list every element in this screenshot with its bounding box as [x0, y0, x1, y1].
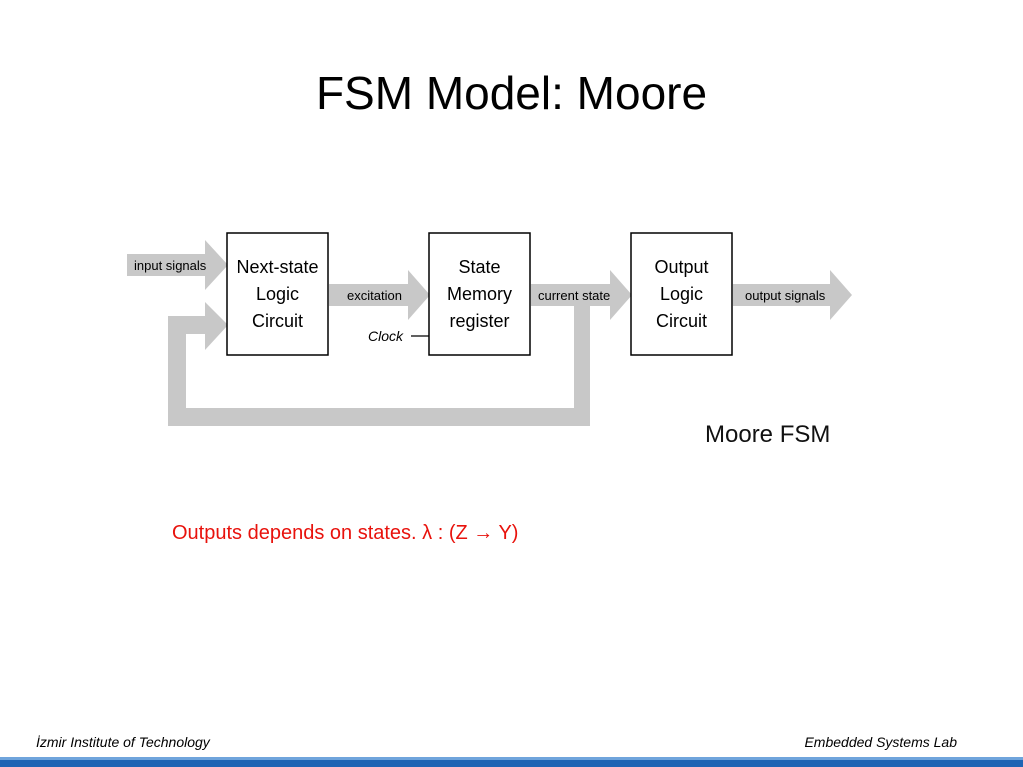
excitation-label: excitation [347, 288, 402, 303]
moore-fsm-label: Moore FSM [705, 421, 830, 448]
current-state-arrow [531, 270, 632, 320]
input-signals-arrow [127, 240, 228, 290]
moore-output-caption: Outputs depends on states. λ : (Z → Y) [172, 522, 519, 544]
output-logic-line-2: Logic [660, 284, 703, 304]
output-logic-block: Output Logic Circuit [630, 232, 733, 356]
state-memory-line-3: register [449, 311, 509, 331]
feedback-bottom [168, 408, 590, 426]
output-signals-label: output signals [745, 288, 826, 303]
output-signals-arrow [733, 270, 852, 320]
output-logic-line-1: Output [654, 257, 708, 277]
slide-title: FSM Model: Moore [315, 67, 708, 119]
feedback-arrow-head [168, 302, 228, 350]
clock-label: Clock [368, 328, 404, 344]
next-state-line-1: Next-state [236, 257, 318, 277]
footer-institute: İzmir Institute of Technology [36, 734, 210, 750]
excitation-arrow [329, 270, 430, 320]
next-state-block: Next-state Logic Circuit [226, 232, 329, 356]
state-memory-line-2: Memory [447, 284, 512, 304]
state-memory-line-1: State [458, 257, 500, 277]
footer-lab: Embedded Systems Lab [804, 734, 957, 750]
current-state-label: current state [538, 288, 610, 303]
input-signals-label: input signals [134, 258, 207, 273]
signal-paths [127, 240, 852, 426]
feedback-up [168, 316, 186, 426]
footer-bar [0, 757, 1023, 767]
next-state-line-3: Circuit [252, 311, 303, 331]
state-memory-block: State Memory register [428, 232, 531, 356]
next-state-line-2: Logic [256, 284, 299, 304]
feedback-down [574, 306, 590, 426]
output-logic-line-3: Circuit [656, 311, 707, 331]
